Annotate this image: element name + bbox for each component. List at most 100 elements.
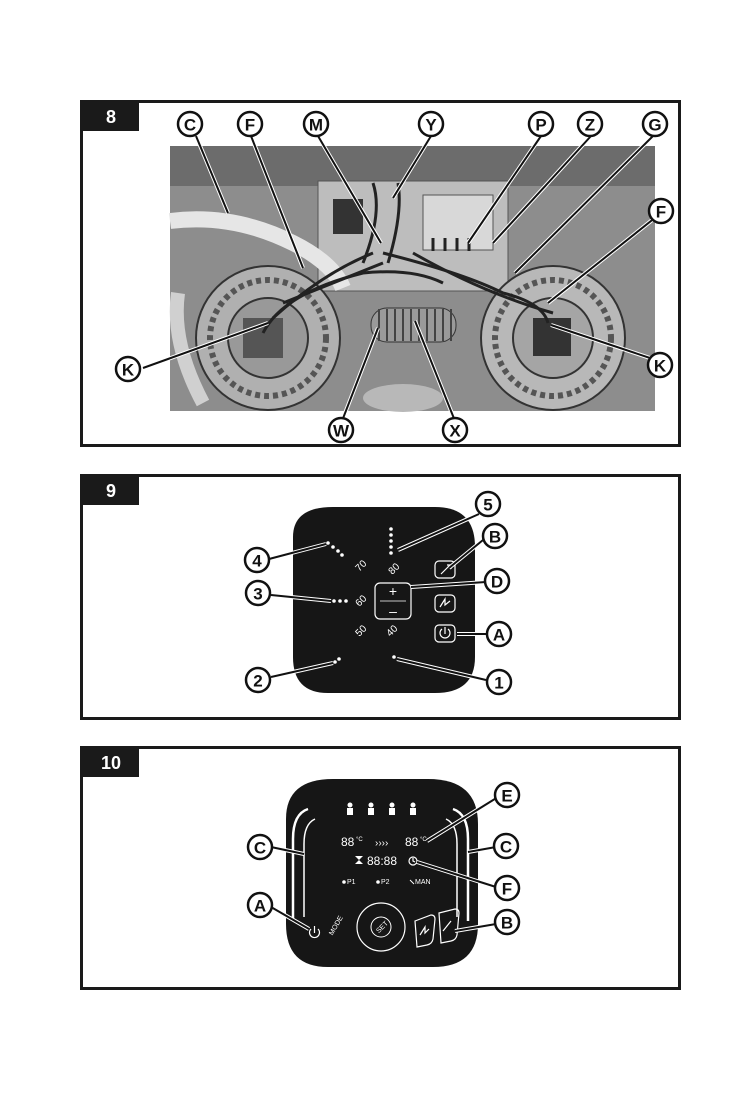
figure-number: 8 xyxy=(83,103,139,131)
svg-text:F: F xyxy=(502,880,512,899)
figure-9: 9 70 80 60 50 40 + – xyxy=(80,474,681,720)
set-knob-center[interactable] xyxy=(370,916,392,938)
svg-text:X: X xyxy=(449,422,461,441)
program-p1: P1 xyxy=(342,879,356,886)
light-bar-right-outer xyxy=(452,807,470,921)
button-boost[interactable] xyxy=(434,594,456,613)
svg-text:C: C xyxy=(184,116,196,135)
svg-text:B: B xyxy=(501,914,513,933)
svg-text:A: A xyxy=(254,897,266,916)
clock-display: 88:88 xyxy=(367,854,397,868)
light-bar-right-inner xyxy=(445,818,458,917)
svg-text:K: K xyxy=(654,357,667,376)
light-bar-left-inner xyxy=(303,818,316,917)
temp-left: 88 xyxy=(341,835,355,849)
svg-text:F: F xyxy=(656,203,666,222)
wrench-icon xyxy=(442,920,452,932)
figure-number: 9 xyxy=(83,477,139,505)
figure-8: 8 xyxy=(80,100,681,447)
svg-text:C: C xyxy=(254,839,266,858)
svg-text:G: G xyxy=(648,116,661,135)
control-panel xyxy=(293,507,475,693)
callout-c-left: C xyxy=(246,833,274,861)
plus-key[interactable]: + xyxy=(389,583,397,599)
svg-text:2: 2 xyxy=(253,672,262,691)
callout-c-right: C xyxy=(492,832,520,860)
boost-icon xyxy=(419,924,430,936)
svg-text:5: 5 xyxy=(483,496,492,515)
power-button[interactable] xyxy=(434,624,456,643)
callout-w: W xyxy=(327,416,355,444)
svg-text:Y: Y xyxy=(425,116,437,135)
flow-arrows: ›››› xyxy=(375,838,388,849)
callout-a: A xyxy=(246,891,274,919)
callout-e: E xyxy=(493,781,521,809)
callout-5: 5 xyxy=(474,490,502,518)
power-icon xyxy=(439,627,451,639)
callout-b: B xyxy=(493,908,521,936)
callout-1: 1 xyxy=(485,668,513,696)
button-boost[interactable] xyxy=(414,914,436,948)
figure-10: 10 88 °C ›››› 88 °C 88:88 P1 P2 MAN xyxy=(80,746,681,990)
figure-9-leaders xyxy=(268,512,487,682)
program-man: MAN xyxy=(409,879,431,886)
svg-text:P2: P2 xyxy=(381,879,390,886)
svg-text:K: K xyxy=(122,361,135,380)
svg-text:W: W xyxy=(333,422,350,441)
svg-text:F: F xyxy=(245,116,255,135)
callout-g: G xyxy=(641,110,669,138)
callout-c: C xyxy=(176,110,204,138)
button-b[interactable] xyxy=(434,560,456,579)
set-knob[interactable] xyxy=(356,902,406,952)
svg-text:P1: P1 xyxy=(347,879,356,886)
callout-z: Z xyxy=(576,110,604,138)
plus-minus-key[interactable] xyxy=(374,582,412,620)
temp-right: 88 xyxy=(405,835,419,849)
button-b[interactable] xyxy=(438,908,460,944)
callout-x: X xyxy=(441,416,469,444)
callout-f-right: F xyxy=(647,197,675,225)
svg-text:E: E xyxy=(501,787,512,806)
level-dots xyxy=(326,527,396,664)
callout-f: F xyxy=(236,110,264,138)
figure-10-leaders xyxy=(269,795,500,933)
callout-b: B xyxy=(481,522,509,550)
svg-text:M: M xyxy=(309,116,323,135)
callout-m: M xyxy=(302,110,330,138)
power-button[interactable] xyxy=(308,926,321,939)
callout-y: Y xyxy=(417,110,445,138)
svg-text:1: 1 xyxy=(494,674,503,693)
callout-2: 2 xyxy=(244,666,272,694)
figure-number: 10 xyxy=(83,749,139,777)
person-icon xyxy=(347,802,353,815)
person-icon xyxy=(368,802,374,815)
svg-text:MAN: MAN xyxy=(415,879,431,886)
callout-a: A xyxy=(485,620,513,648)
hourglass-icon xyxy=(355,856,363,864)
svg-text:3: 3 xyxy=(253,585,262,604)
callout-3: 3 xyxy=(244,579,272,607)
person-icon xyxy=(389,802,395,815)
minus-key[interactable]: – xyxy=(389,603,397,619)
svg-text:B: B xyxy=(489,528,501,547)
user-level-icons xyxy=(347,802,416,815)
svg-text:C: C xyxy=(500,838,512,857)
svg-text:D: D xyxy=(491,573,503,592)
figure-10-svg: 88 °C ›››› 88 °C 88:88 P1 P2 MAN MODE SE… xyxy=(246,779,521,967)
callout-d: D xyxy=(483,567,511,595)
svg-text:4: 4 xyxy=(252,552,262,571)
svg-text:Z: Z xyxy=(585,116,595,135)
callout-p: P xyxy=(527,110,555,138)
svg-text:A: A xyxy=(493,626,505,645)
temp-right-unit: °C xyxy=(420,837,427,843)
temp-left-unit: °C xyxy=(356,837,363,843)
light-bar-left-outer xyxy=(291,807,309,921)
callout-k-right: K xyxy=(646,351,674,379)
callout-f: F xyxy=(493,874,521,902)
figure-8-leaders xyxy=(142,134,663,422)
callout-4: 4 xyxy=(243,546,271,574)
clock-icon xyxy=(408,856,418,866)
heater-photo xyxy=(168,146,655,412)
figure-8-svg: C F M Y P Z G F K K W X xyxy=(114,110,675,444)
svg-text:P: P xyxy=(535,116,546,135)
